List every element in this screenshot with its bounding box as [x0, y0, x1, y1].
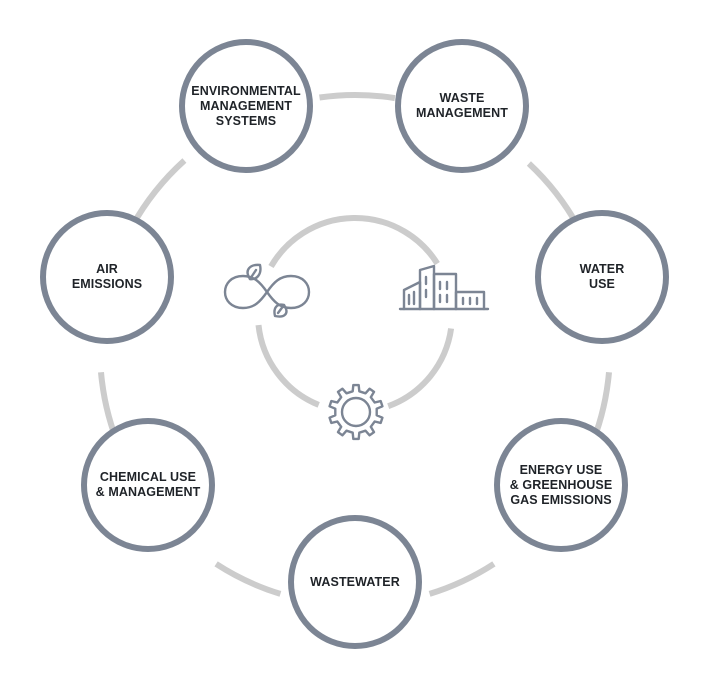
inner-ring-connectors — [255, 214, 455, 410]
node-energy-use-greenhouse-gas-emissions: ENERGY USE & GREENHOUSE GAS EMISSIONS — [494, 418, 628, 552]
node-chemical-use-management: CHEMICAL USE & MANAGEMENT — [81, 418, 215, 552]
outer-connector-arc — [319, 91, 396, 102]
factory-icon — [398, 264, 490, 311]
node-environmental-management-systems: ENVIRONMENTAL MANAGEMENT SYSTEMS — [179, 39, 313, 173]
node-label: ENVIRONMENTAL MANAGEMENT SYSTEMS — [191, 83, 301, 128]
node-water-use: WATER USE — [535, 210, 669, 344]
inner-connector-arc — [387, 328, 455, 410]
node-label: ENERGY USE & GREENHOUSE GAS EMISSIONS — [509, 462, 613, 507]
outer-connector-arc — [428, 561, 496, 597]
node-air-emissions: AIR EMISSIONS — [40, 210, 174, 344]
gear-icon — [328, 383, 384, 441]
outer-connector-arc — [129, 158, 187, 228]
inner-connector-arc — [268, 214, 440, 269]
inner-connector-arc — [255, 324, 320, 408]
node-label: WASTE MANAGEMENT — [416, 91, 508, 120]
node-label: WATER USE — [579, 262, 625, 291]
infinity-leaf-icon — [223, 263, 311, 318]
outer-connector-arc — [214, 561, 282, 597]
node-wastewater: WASTEWATER — [288, 515, 422, 649]
node-label: WASTEWATER — [310, 574, 400, 589]
node-waste-management: WASTE MANAGEMENT — [395, 39, 529, 173]
node-label: AIR EMISSIONS — [71, 262, 143, 291]
node-label: CHEMICAL USE & MANAGEMENT — [95, 470, 201, 499]
